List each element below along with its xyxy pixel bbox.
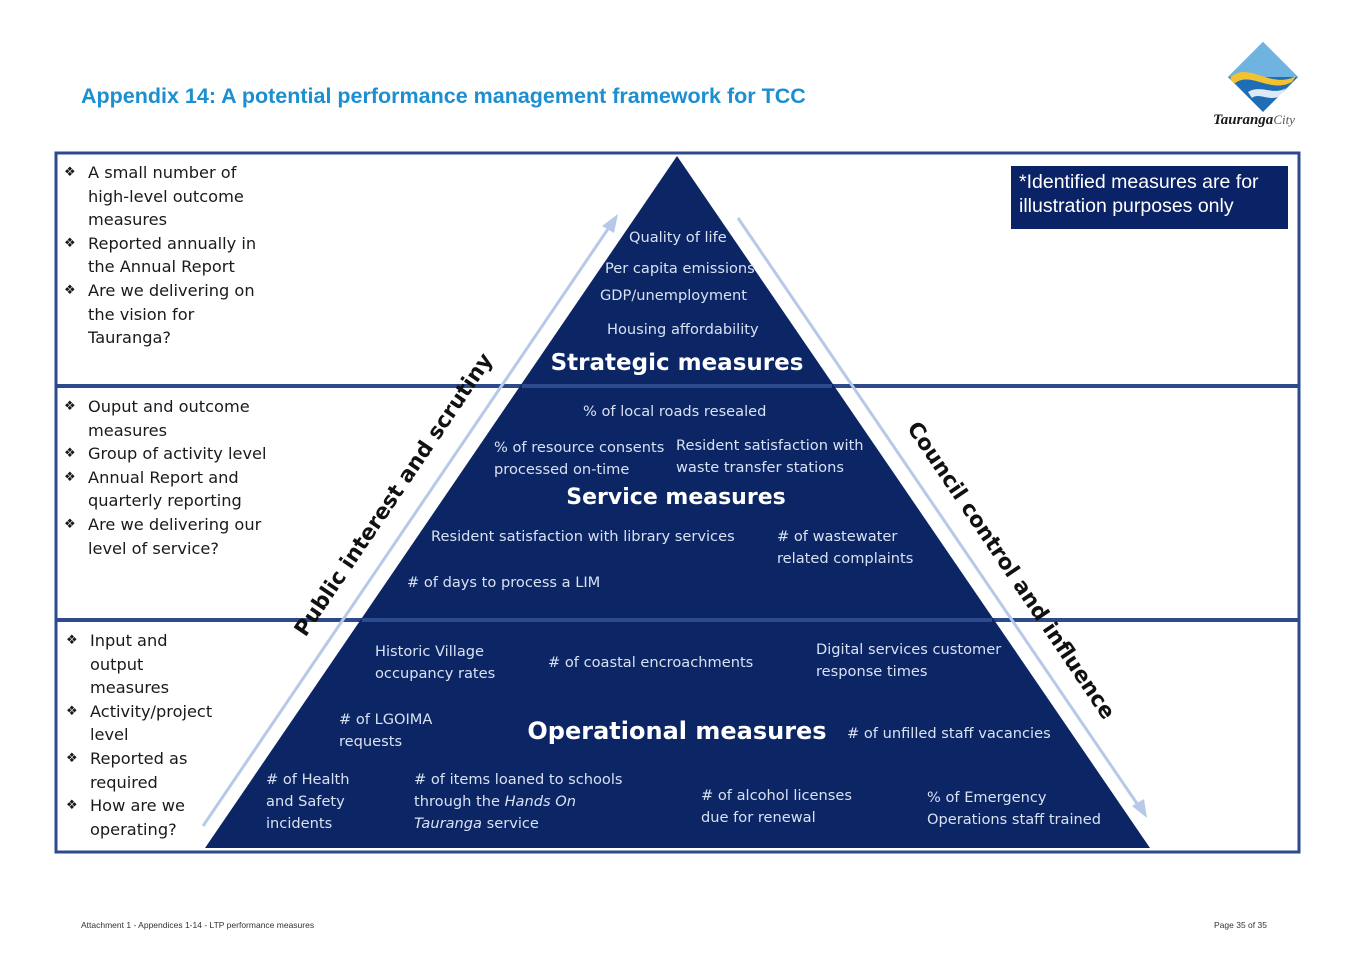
footer-attachment: Attachment 1 - Appendices 1-14 - LTP per…: [81, 920, 315, 930]
service-measure: % of resource consents processed on-time: [494, 439, 665, 478]
council-control-arrow-line: [736, 217, 1142, 809]
public-interest-arrowhead: [602, 214, 618, 233]
service-measure: Resident satisfaction with waste transfe…: [676, 437, 864, 476]
operational-measure: Digital services customer response times: [816, 641, 1002, 680]
operational-side-list: Input and output measures Activity/proje…: [64, 629, 224, 841]
strategic-title: Strategic measures: [550, 350, 804, 376]
operational-measure: # of alcohol licenses due for renewal: [701, 787, 852, 826]
strategic-measure: GDP/unemployment: [600, 287, 748, 304]
list-item: Are we delivering on the vision for Taur…: [62, 279, 272, 350]
page-title: Appendix 14: A potential performance man…: [81, 84, 806, 108]
operational-measure: # of coastal encroachments: [548, 654, 754, 671]
operational-measure-schools: # of items loaned to schools through the…: [414, 771, 623, 832]
service-measure: Resident satisfaction with library servi…: [431, 528, 735, 545]
strategic-measure: Per capita emissions: [605, 260, 755, 277]
operational-measure: # of LGOIMA requests: [339, 711, 433, 750]
service-measure: # of wastewater related complaints: [777, 528, 914, 567]
operational-measure: # of Health and Safety incidents: [266, 771, 350, 832]
tauranga-city-logo: TaurangaCity: [1208, 40, 1318, 132]
service-side-list: Ouput and outcome measures Group of acti…: [62, 395, 277, 560]
strategic-measure: Quality of life: [629, 229, 727, 246]
list-item: Are we delivering our level of service?: [62, 513, 277, 560]
list-item: How are we operating?: [64, 794, 224, 841]
list-item: Input and output measures: [64, 629, 224, 700]
strategic-side-list: A small number of high-level outcome mea…: [62, 161, 272, 350]
public-interest-arrow-line: [201, 225, 612, 827]
pyramid: [205, 156, 1150, 848]
outer-frame: [54, 151, 1301, 854]
operational-measure: % of Emergency Operations staff trained: [927, 789, 1102, 828]
footer-page-number: Page 35 of 35: [1214, 920, 1267, 930]
list-item: Activity/project level: [64, 700, 224, 747]
service-measure: % of local roads resealed: [583, 403, 767, 420]
service-measure: # of days to process a LIM: [407, 574, 601, 591]
logo-mark-icon: [1228, 42, 1298, 112]
list-item: Reported as required: [64, 747, 224, 794]
list-item: Ouput and outcome measures: [62, 395, 277, 442]
list-item: Reported annually in the Annual Report: [62, 232, 272, 279]
council-control-arrowhead: [1132, 799, 1147, 818]
list-item: Annual Report and quarterly reporting: [62, 466, 277, 513]
list-item: Group of activity level: [62, 442, 277, 466]
operational-measure: Historic Village occupancy rates: [375, 643, 496, 682]
list-item: A small number of high-level outcome mea…: [62, 161, 272, 232]
operational-title: Operational measures: [527, 717, 827, 745]
illustration-note: *Identified measures are for illustratio…: [1011, 166, 1288, 229]
service-title: Service measures: [566, 485, 786, 510]
operational-measure: # of unfilled staff vacancies: [847, 725, 1051, 742]
logo-wordmark: TaurangaCity: [1213, 112, 1295, 128]
strategic-measure: Housing affordability: [607, 321, 759, 338]
